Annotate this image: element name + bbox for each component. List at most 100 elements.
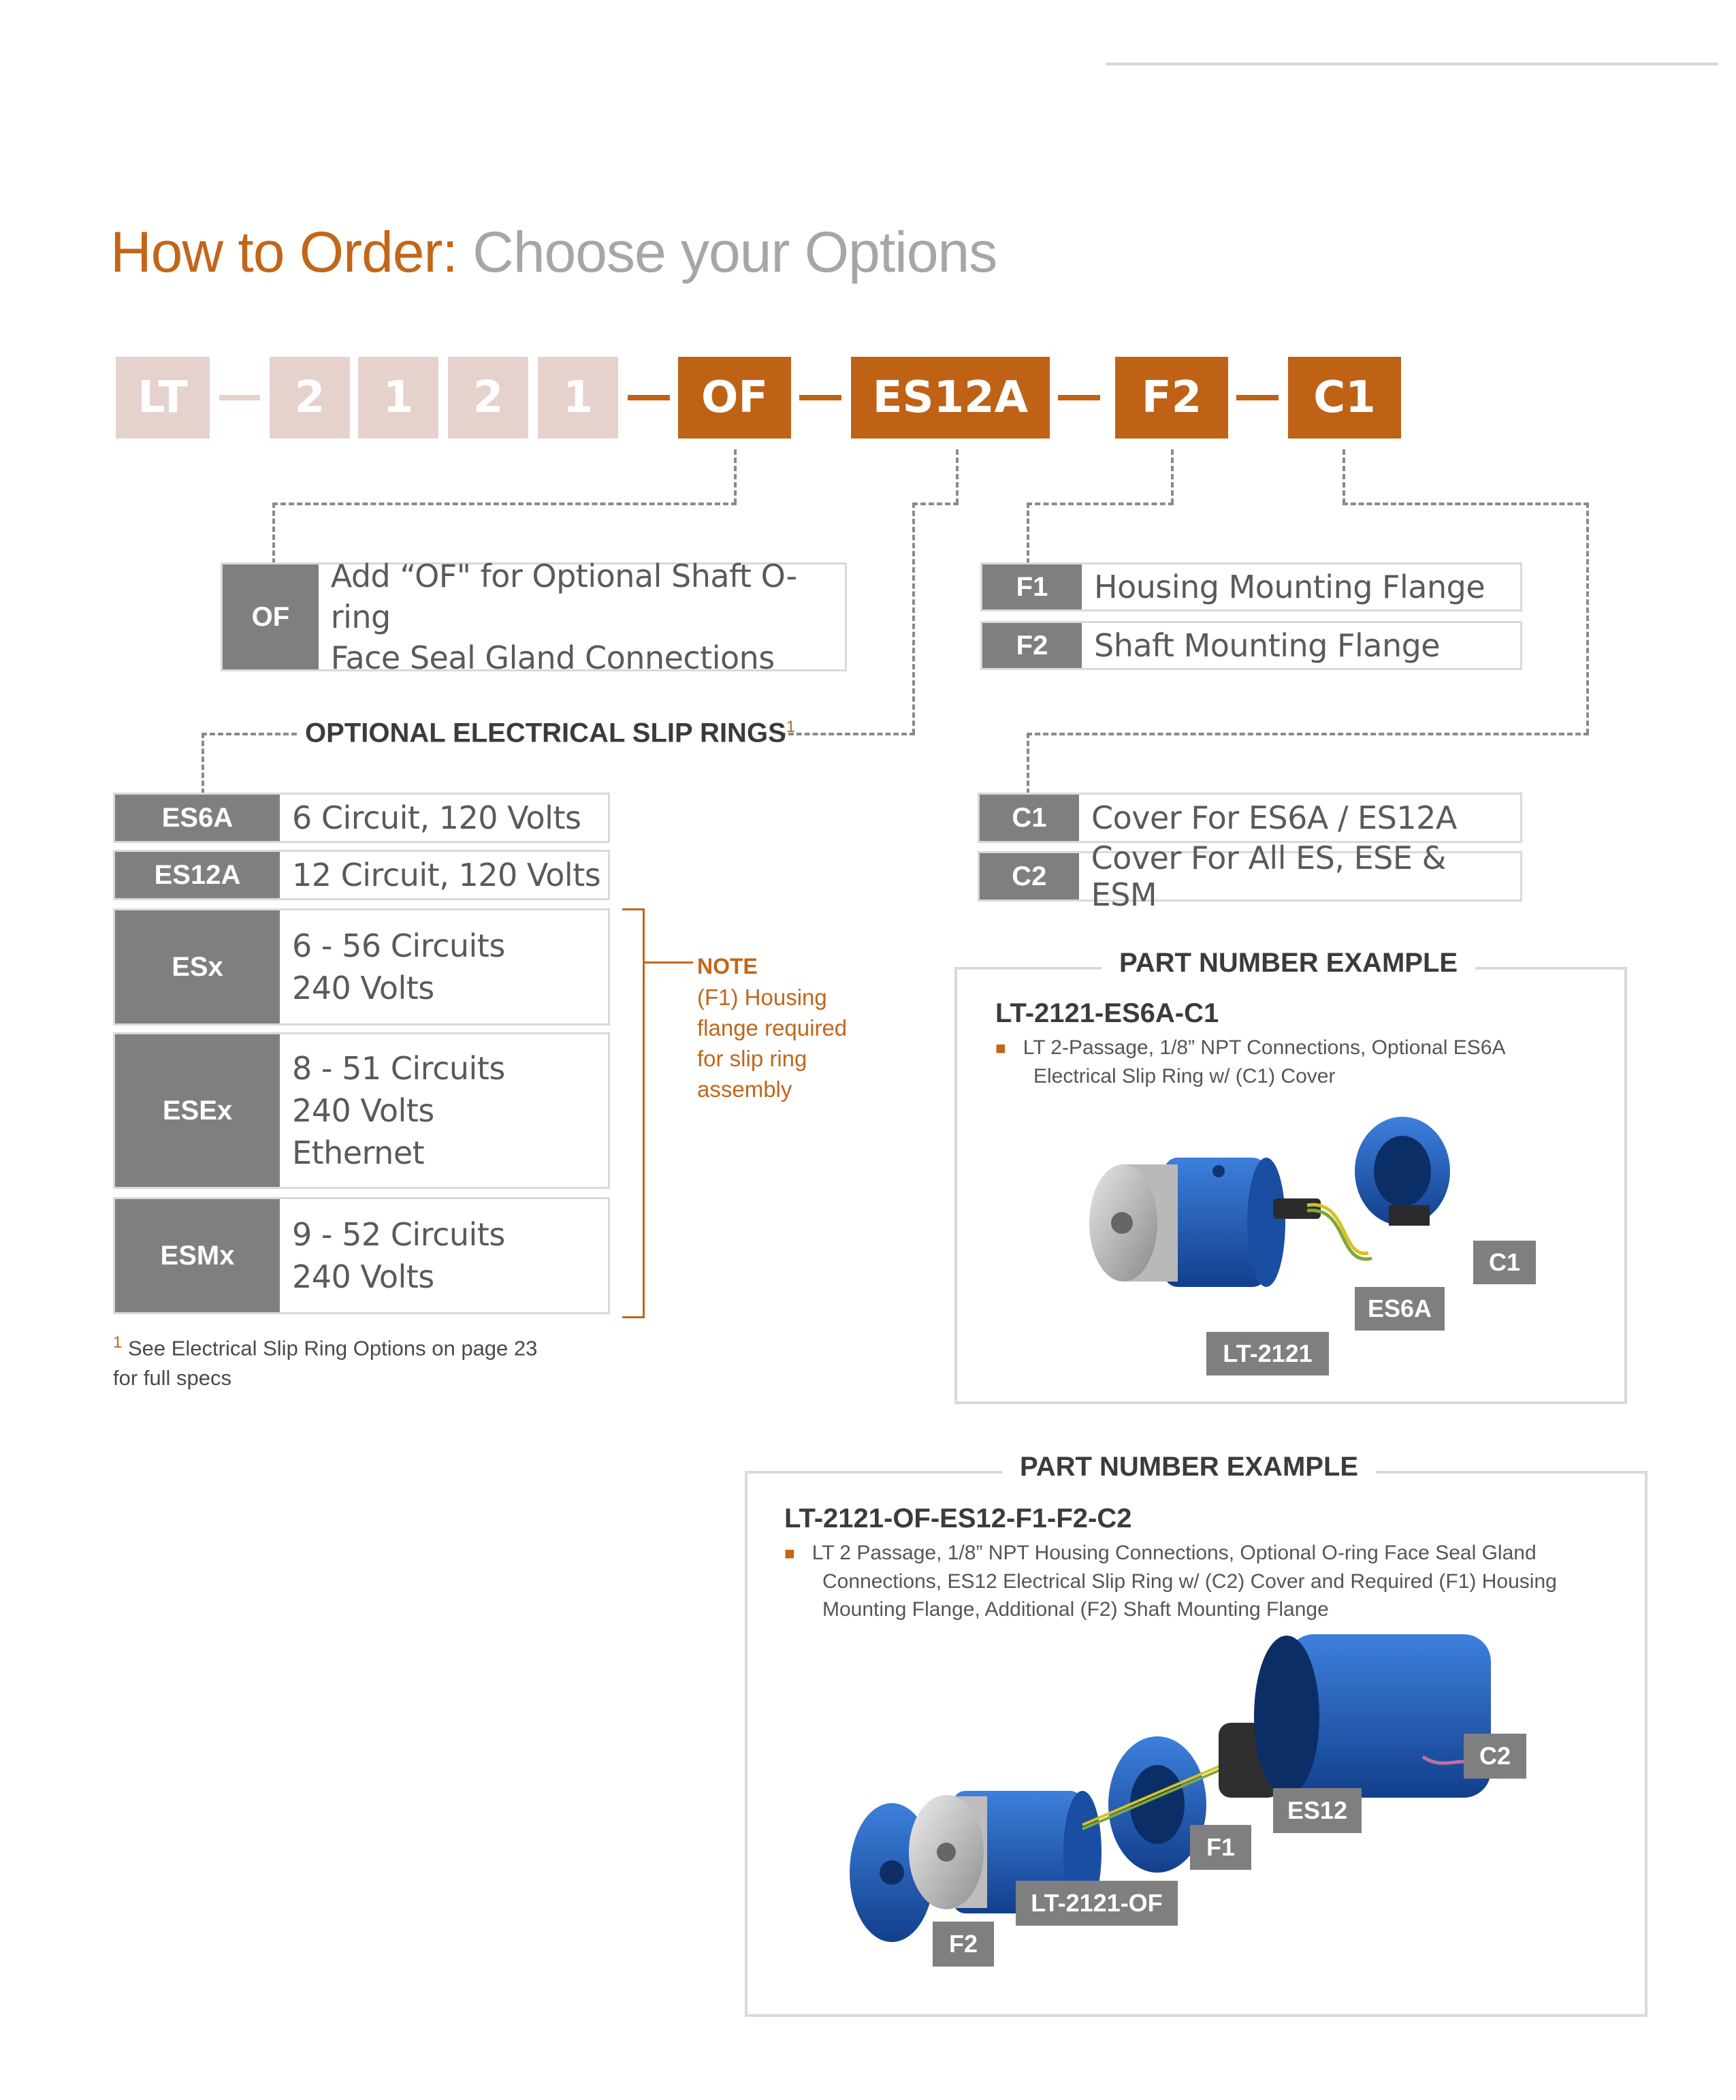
code-block-es12a: ES12A bbox=[851, 357, 1050, 439]
code-block-lt: LT bbox=[116, 357, 210, 439]
exploded-assembly-image bbox=[850, 1634, 1491, 1942]
slip-ring-code: ESMx bbox=[115, 1199, 280, 1312]
flange-option-code: F2 bbox=[982, 623, 1082, 668]
connector-line bbox=[1027, 733, 1589, 735]
part-example-1-desc-line1: LT 2-Passage, 1/8” NPT Connections, Opti… bbox=[1023, 1036, 1506, 1059]
connector-line bbox=[912, 503, 959, 505]
code-block-c1: C1 bbox=[1288, 357, 1401, 439]
connector-line bbox=[1027, 503, 1029, 564]
part-example-2-desc-line3: Mounting Flange, Additional (F2) Shaft M… bbox=[822, 1598, 1329, 1621]
slip-rings-heading-text: OPTIONAL ELECTRICAL SLIP RINGS bbox=[305, 718, 786, 748]
part-example-2-desc: ■ LT 2 Passage, 1/8” NPT Housing Connect… bbox=[784, 1539, 1557, 1623]
of-option-code: OF bbox=[223, 564, 319, 669]
connector-line bbox=[272, 503, 275, 564]
code-block-digit1: 2 bbox=[270, 357, 350, 439]
footnote-line2: for full specs bbox=[113, 1366, 232, 1390]
note-heading: NOTE bbox=[697, 954, 758, 979]
slip-ring-desc: 8 - 51 Circuits bbox=[292, 1050, 505, 1087]
slip-ring-desc: 240 Volts bbox=[292, 1092, 434, 1129]
of-option-line1: Add “OF" for Optional Shaft O-ring bbox=[330, 558, 797, 635]
flange-option-f2: F2 Shaft Mounting Flange bbox=[980, 621, 1522, 670]
flange-option-code: F1 bbox=[982, 564, 1082, 609]
part-example-1-desc: ■ LT 2-Passage, 1/8” NPT Connections, Op… bbox=[995, 1034, 1505, 1090]
part-example-2-desc-line2: Connections, ES12 Electrical Slip Ring w… bbox=[822, 1570, 1557, 1593]
cover-option-c1: C1 Cover For ES6A / ES12A bbox=[978, 793, 1522, 843]
slip-rings-heading: OPTIONAL ELECTRICAL SLIP RINGS1 bbox=[305, 718, 795, 748]
slip-ring-desc: 6 - 56 Circuits bbox=[292, 927, 505, 964]
cover-option-code: C1 bbox=[980, 795, 1079, 841]
footnote-mark: 1 bbox=[113, 1333, 123, 1352]
slip-ring-desc: 6 Circuit, 120 Volts bbox=[292, 799, 581, 836]
image-tag-c1: C1 bbox=[1473, 1241, 1536, 1284]
bullet-icon: ■ bbox=[784, 1543, 795, 1563]
code-block-f2: F2 bbox=[1115, 357, 1228, 439]
part-example-2-heading: PART NUMBER EXAMPLE bbox=[1002, 1452, 1377, 1482]
part-example-1-desc-line2: Electrical Slip Ring w/ (C1) Cover bbox=[1033, 1065, 1336, 1087]
connector-line bbox=[734, 449, 737, 504]
slip-ring-desc: Ethernet bbox=[292, 1134, 425, 1171]
image-tag-es12: ES12 bbox=[1273, 1788, 1362, 1833]
slip-ring-esex: ESEx 8 - 51 Circuits 240 Volts Ethernet bbox=[113, 1032, 610, 1189]
code-dash bbox=[799, 395, 841, 400]
slip-ring-desc: 240 Volts bbox=[292, 970, 434, 1006]
code-dash bbox=[628, 395, 670, 400]
connector-line bbox=[1586, 503, 1589, 734]
slip-ring-desc: 12 Circuit, 120 Volts bbox=[292, 857, 601, 893]
connector-line bbox=[956, 449, 959, 504]
image-tag-f2: F2 bbox=[933, 1922, 994, 1967]
title-part2: Choose your Options bbox=[457, 220, 997, 284]
connector-line bbox=[1027, 733, 1029, 794]
code-block-digit3: 2 bbox=[448, 357, 528, 439]
code-block-digit4: 1 bbox=[538, 357, 618, 439]
image-tag-f1: F1 bbox=[1190, 1825, 1251, 1870]
of-option: OF Add “OF" for Optional Shaft O-ring Fa… bbox=[221, 558, 847, 676]
connector-line bbox=[1343, 503, 1589, 505]
slip-ring-code: ESx bbox=[115, 910, 280, 1023]
part-example-1-heading: PART NUMBER EXAMPLE bbox=[1102, 948, 1476, 979]
note-line: assembly bbox=[697, 1077, 792, 1102]
slip-ring-es6a: ES6A 6 Circuit, 120 Volts bbox=[113, 793, 610, 843]
note: NOTE (F1) Housing flange required for sl… bbox=[697, 951, 847, 1104]
bullet-icon: ■ bbox=[995, 1038, 1006, 1058]
cover-option-c2: C2 Cover For All ES, ESE & ESM bbox=[978, 840, 1522, 913]
cover-option-desc: Cover For All ES, ESE & ESM bbox=[1091, 840, 1447, 913]
note-bracket bbox=[622, 908, 645, 1318]
slip-ring-desc: 9 - 52 Circuits bbox=[292, 1216, 505, 1253]
connector-line bbox=[1027, 503, 1174, 505]
connector-line bbox=[1171, 449, 1174, 504]
code-block-of: OF bbox=[678, 357, 791, 439]
of-option-line2: Face Seal Gland Connections bbox=[330, 639, 775, 676]
cover-option-code: C2 bbox=[980, 853, 1079, 900]
connector-line bbox=[1343, 449, 1345, 504]
note-line: (F1) Housing bbox=[697, 985, 827, 1010]
footnote: 1 See Electrical Slip Ring Options on pa… bbox=[113, 1328, 537, 1393]
slip-ring-code: ES6A bbox=[115, 795, 280, 841]
code-dash bbox=[1058, 395, 1100, 400]
header-rule bbox=[1106, 63, 1718, 65]
slip-rings-footnote-mark: 1 bbox=[786, 718, 796, 736]
code-dash bbox=[219, 395, 260, 400]
note-bracket-tick bbox=[643, 961, 693, 964]
note-line: flange required bbox=[697, 1015, 848, 1040]
cover-option-desc: Cover For ES6A / ES12A bbox=[1091, 799, 1457, 836]
page-title: How to Order: Choose your Options bbox=[110, 219, 997, 285]
code-dash bbox=[1236, 395, 1279, 400]
footnote-line1: See Electrical Slip Ring Options on page… bbox=[122, 1336, 538, 1361]
flange-option-desc: Shaft Mounting Flange bbox=[1094, 627, 1441, 664]
slip-ring-esx: ESx 6 - 56 Circuits 240 Volts bbox=[113, 908, 610, 1025]
connector-line bbox=[202, 733, 297, 735]
connector-line bbox=[780, 733, 915, 735]
code-block-digit2: 1 bbox=[358, 357, 438, 439]
slip-ring-code: ESEx bbox=[115, 1034, 280, 1187]
slip-ring-es12a: ES12A 12 Circuit, 120 Volts bbox=[113, 850, 610, 900]
slip-ring-desc: 240 Volts bbox=[292, 1258, 434, 1295]
slip-ring-esmx: ESMx 9 - 52 Circuits 240 Volts bbox=[113, 1197, 610, 1314]
part-example-2-desc-line1: LT 2 Passage, 1/8” NPT Housing Connectio… bbox=[811, 1542, 1537, 1564]
part-example-1-number: LT-2121-ES6A-C1 bbox=[995, 998, 1219, 1028]
part-example-2-number: LT-2121-OF-ES12-F1-F2-C2 bbox=[784, 1504, 1132, 1533]
flange-option-f1: F1 Housing Mounting Flange bbox=[980, 562, 1522, 611]
slip-ring-code: ES12A bbox=[115, 852, 280, 898]
image-tag-c2: C2 bbox=[1464, 1734, 1526, 1779]
image-tag-lt2121of: LT-2121-OF bbox=[1016, 1881, 1178, 1926]
image-tag-es6a: ES6A bbox=[1355, 1287, 1445, 1331]
